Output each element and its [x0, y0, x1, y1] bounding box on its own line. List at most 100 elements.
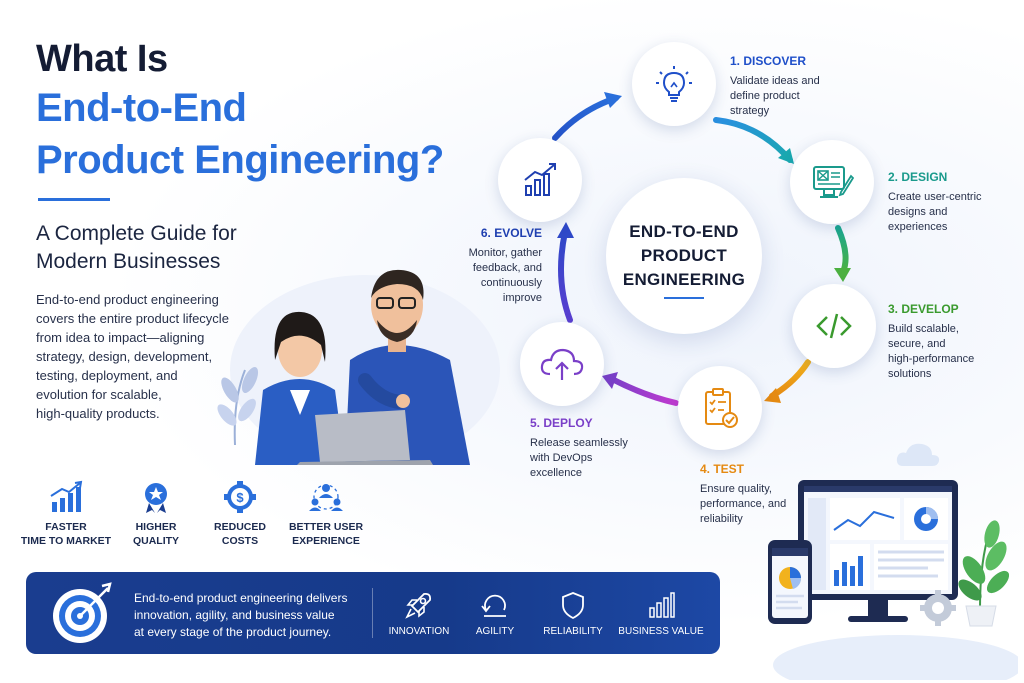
benefit-faster-time-to-market: FASTER TIME TO MARKET — [18, 480, 114, 548]
design-monitor-icon — [813, 166, 854, 198]
step-description-line: reliability — [700, 513, 743, 525]
description-line: evolution for scalable, — [36, 387, 162, 402]
rocket-icon — [405, 592, 432, 619]
benefit-reduced-costs: $ REDUCED COSTS — [192, 480, 288, 548]
step-description-line: performance, and — [700, 498, 787, 510]
value-agility: AGILITY — [450, 590, 540, 637]
step-description-line: strategy — [730, 105, 770, 117]
step-description-line: excellence — [530, 467, 582, 479]
banner-divider — [372, 588, 373, 638]
cloud-icon — [896, 443, 940, 466]
step-description-line: high-performance — [888, 353, 975, 365]
benefit-better-user-experience: BETTER USER EXPERIENCE — [278, 480, 374, 548]
step-discover-text: 1. DISCOVER Validate ideas and define pr… — [730, 54, 820, 119]
step-description: Release seamlessly with DevOps excellenc… — [530, 436, 628, 481]
step-title: 1. DISCOVER — [730, 54, 807, 68]
value-label: AGILITY — [475, 626, 515, 637]
step-description-line: secure, and — [888, 338, 946, 350]
description-line: testing, deployment, and — [36, 368, 178, 383]
step-title: 5. DEPLOY — [530, 416, 593, 430]
cost-gear-icon: $ — [224, 481, 256, 513]
svg-text:$: $ — [236, 490, 244, 505]
lightbulb-icon — [656, 66, 692, 102]
step-description-line: solutions — [888, 368, 932, 380]
description-line: from idea to impact—aligning — [36, 330, 205, 345]
step-description: Build scalable, secure, and high-perform… — [888, 322, 974, 382]
step-title: 4. TEST — [700, 462, 745, 476]
step-description-line: experiences — [888, 221, 948, 233]
step-title: 2. DESIGN — [888, 170, 948, 184]
banner-text: End-to-end product engineering delivers … — [134, 590, 374, 641]
quality-badge-icon — [145, 483, 167, 513]
step-title: 3. DEVELOP — [888, 302, 959, 316]
step-node-discover — [632, 42, 716, 126]
center-line-3: ENGINEERING — [622, 270, 746, 289]
subtitle-line-2: Modern Businesses — [36, 250, 221, 273]
users-icon — [309, 484, 343, 511]
devices-illustration — [768, 443, 1018, 680]
growth-chart-icon — [50, 480, 83, 512]
center-underline — [664, 297, 704, 299]
step-evolve-text: 6. EVOLVE Monitor, gather feedback, and … — [462, 226, 542, 306]
banner-text-line: at every stage of the product journey. — [134, 625, 332, 639]
step-description-line: Ensure quality, — [700, 483, 772, 495]
laptop-icon — [297, 410, 433, 465]
step-develop-text: 3. DEVELOP Build scalable, secure, and h… — [888, 302, 974, 382]
banner-text-line: innovation, agility, and business value — [134, 608, 335, 622]
arrow-develop-to-test — [769, 359, 811, 399]
value-label: RELIABILITY — [543, 626, 603, 637]
phone-icon — [768, 540, 812, 624]
subtitle-line-1: A Complete Guide for — [36, 222, 237, 245]
banner-text-line: End-to-end product engineering delivers — [134, 591, 348, 605]
step-node-test — [678, 366, 762, 450]
plant-icon — [217, 367, 259, 446]
bar-chart-icon — [649, 592, 675, 618]
step-description-line: with DevOps — [530, 452, 593, 464]
clipboard-check-icon — [705, 388, 738, 428]
step-description-line: define product — [730, 90, 800, 102]
arrow-deploy-to-evolve — [558, 229, 573, 323]
step-node-deploy — [520, 322, 604, 406]
benefit-higher-quality: HIGHER QUALITY — [108, 480, 204, 548]
step-description-line: Validate ideas and — [730, 75, 820, 87]
value-reliability: RELIABILITY — [528, 590, 618, 637]
arrow-test-to-deploy — [609, 376, 679, 406]
step-design-text: 2. DESIGN Create user-centric designs an… — [888, 170, 982, 235]
growth-bars-icon — [524, 163, 556, 196]
step-deploy-text: 5. DEPLOY Release seamlessly with DevOps… — [530, 416, 628, 481]
benefit-label-line: COSTS — [221, 535, 259, 547]
title-line-1: What Is — [36, 38, 168, 80]
step-description-line: Monitor, gather — [468, 247, 542, 259]
center-circle — [606, 178, 762, 334]
code-icon — [816, 313, 852, 339]
cloud-upload-icon — [540, 348, 584, 380]
center-line-1: END-TO-END — [629, 222, 739, 241]
cycle-icon — [481, 594, 506, 617]
step-description-line: improve — [502, 292, 542, 304]
benefit-label-line: EXPERIENCE — [292, 535, 360, 547]
value-label: BUSINESS VALUE — [618, 626, 704, 637]
benefit-label-line: QUALITY — [132, 535, 180, 547]
step-node-develop — [792, 284, 876, 368]
title-line-3: Product Engineering? — [36, 138, 444, 182]
monitor-icon — [798, 480, 958, 622]
benefit-label-line: FASTER — [45, 521, 87, 533]
value-label: INNOVATION — [388, 626, 450, 637]
description: End-to-end product engineering covers th… — [36, 290, 246, 423]
step-title: 6. EVOLVE — [480, 226, 542, 240]
team-illustration — [217, 269, 500, 465]
benefit-label-line: TIME TO MARKET — [20, 535, 112, 547]
benefit-label-line: HIGHER — [135, 521, 177, 533]
step-test-text: 4. TEST Ensure quality, performance, and… — [700, 462, 786, 527]
shield-icon — [562, 592, 584, 620]
description-line: high-quality products. — [36, 406, 160, 421]
center-line-2: PRODUCT — [640, 246, 728, 265]
step-node-evolve — [498, 138, 582, 222]
step-description-line: Release seamlessly — [530, 437, 628, 449]
arrow-design-to-develop — [835, 225, 849, 275]
arrow-evolve-to-discover — [552, 95, 619, 141]
step-description-line: Build scalable, — [888, 323, 959, 335]
description-line: covers the entire product lifecycle — [36, 311, 229, 326]
gear-icon — [920, 590, 956, 626]
